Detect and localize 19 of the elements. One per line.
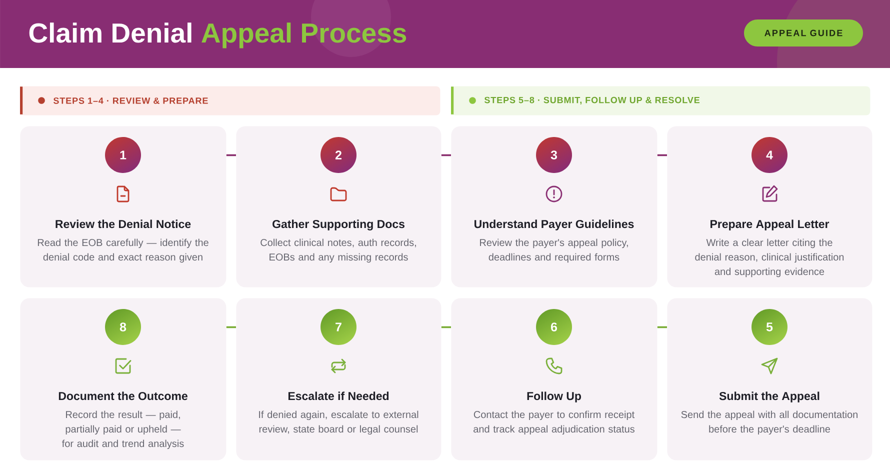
step-description: Collect clinical notes, auth records, EOBs and any missing records	[260, 238, 416, 263]
step-description: If denied again, escalate to external review, state board or legal counsel	[259, 410, 418, 435]
step-title: Prepare Appeal Letter	[710, 220, 830, 230]
step-description: Contact the payer to confirm receipt and track appeal adjudication status	[474, 410, 634, 435]
step-description: Read the EOB carefully — identify the denial code and exact reason given	[38, 238, 208, 263]
step-description: Send the appeal with all documentation before the payer's deadline	[681, 410, 858, 435]
section-band: STEPS 1–4 · REVIEW & PREPARE	[20, 86, 440, 116]
step-title: Escalate if Needed	[288, 392, 389, 400]
step-title: Gather Supporting Docs	[272, 220, 404, 230]
step-title: Follow Up	[527, 392, 581, 402]
title: Claim Denial Appeal Process	[29, 22, 406, 48]
section-band: STEPS 5–8 · SUBMIT, FOLLOW UP & RESOLVE	[451, 86, 870, 116]
step-description: Review the payer's appeal policy, deadlines and required forms	[480, 238, 628, 263]
step-title: Review the Denial Notice	[56, 220, 191, 228]
step-description: Record the result — paid, partially paid or upheld — for audit and trend analysis	[62, 410, 184, 450]
step-title: Understand Payer Guidelines	[474, 220, 634, 230]
step-title: Submit the Appeal	[719, 392, 820, 402]
step-description: Write a clear letter citing the denial reason, clinical justification and supporting evidence	[695, 238, 844, 278]
step-title: Document the Outcome	[58, 392, 188, 400]
